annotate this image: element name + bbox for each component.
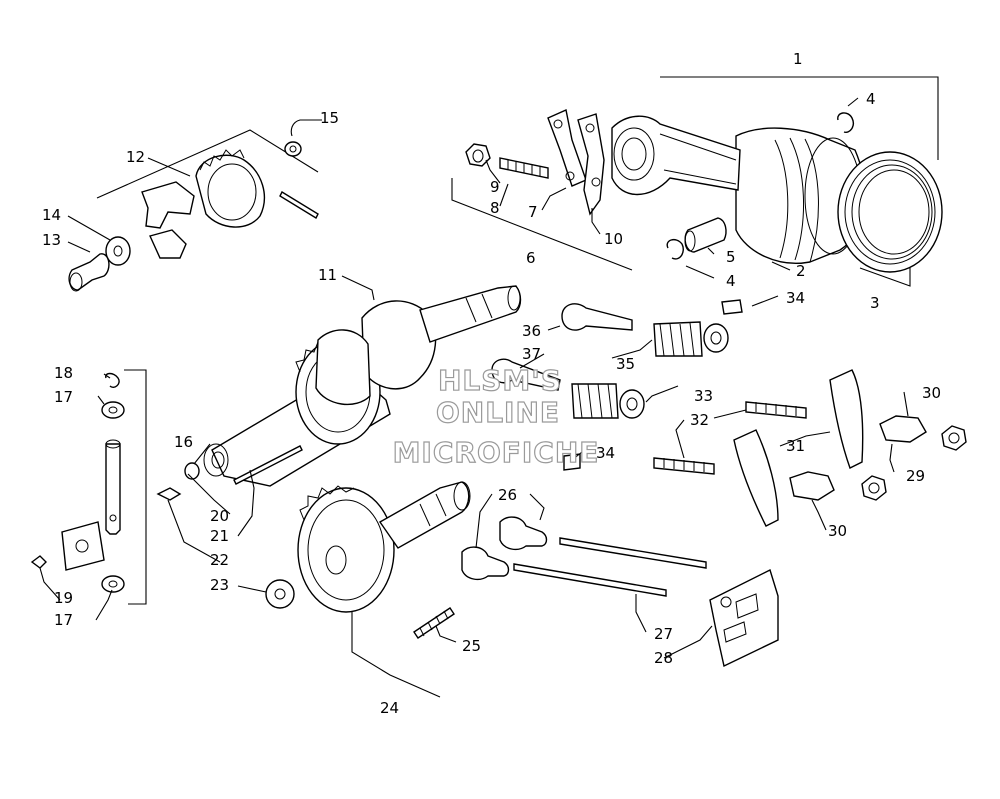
callout-17-bottom: 17 [54, 611, 73, 629]
callout-13: 13 [42, 231, 61, 249]
callout-15: 15 [320, 109, 339, 127]
callout-4-top: 4 [866, 90, 876, 108]
connecting-rod-assembly [465, 109, 741, 216]
callout-20: 20 [210, 507, 229, 525]
callout-17-top: 17 [54, 388, 73, 406]
callout-32: 32 [690, 411, 709, 429]
callout-18: 18 [54, 364, 73, 382]
callout-22: 22 [210, 551, 229, 569]
callout-16: 16 [174, 433, 193, 451]
callout-31: 31 [786, 437, 805, 455]
callout-34-bottom: 34 [596, 444, 615, 462]
watermark: HLSM'S ONLINE MICROFICHE [392, 363, 600, 469]
bracket-lines [96, 76, 939, 698]
callout-5: 5 [726, 248, 736, 266]
callout-37: 37 [522, 345, 541, 363]
governor-shaft-group [30, 372, 295, 609]
callout-30-top: 30 [922, 384, 941, 402]
callout-11: 11 [318, 266, 337, 284]
callout-35: 35 [616, 355, 635, 373]
callout-2: 2 [796, 262, 806, 280]
callout-21: 21 [210, 527, 229, 545]
tappets-pushrods [461, 516, 779, 668]
callout-leaders [39, 97, 909, 659]
callout-1: 1 [793, 50, 803, 68]
callout-24: 24 [380, 699, 399, 717]
watermark-line-1: HLSM'S [438, 364, 562, 397]
callout-30-bottom: 30 [828, 522, 847, 540]
callout-33: 33 [694, 387, 713, 405]
callout-36: 36 [522, 322, 541, 340]
callout-26: 26 [498, 486, 517, 504]
valve-train [491, 299, 967, 527]
callout-3: 3 [870, 294, 880, 312]
callout-34-top: 34 [786, 289, 805, 307]
callout-6: 6 [526, 249, 536, 267]
governor-assembly [68, 141, 319, 292]
callout-10: 10 [604, 230, 623, 248]
watermark-line-2: ONLINE [436, 396, 560, 429]
callout-7: 7 [528, 203, 538, 221]
callout-12: 12 [126, 148, 145, 166]
camshaft-gear [297, 481, 471, 639]
callout-29: 29 [906, 467, 925, 485]
callout-28: 28 [654, 649, 673, 667]
callout-23: 23 [210, 576, 229, 594]
crankshaft [184, 285, 522, 487]
watermark-line-3: MICROFICHE [393, 436, 600, 469]
callout-14: 14 [42, 206, 61, 224]
callout-27: 27 [654, 625, 673, 643]
callout-8: 8 [490, 199, 500, 217]
piston-assembly [666, 112, 943, 273]
callout-19: 19 [54, 589, 73, 607]
callout-labels: 1 2 3 4 4 5 6 7 8 9 10 11 12 13 14 15 16… [42, 50, 941, 717]
callout-9: 9 [490, 178, 500, 196]
callout-4-bottom: 4 [726, 272, 736, 290]
callout-25: 25 [462, 637, 481, 655]
